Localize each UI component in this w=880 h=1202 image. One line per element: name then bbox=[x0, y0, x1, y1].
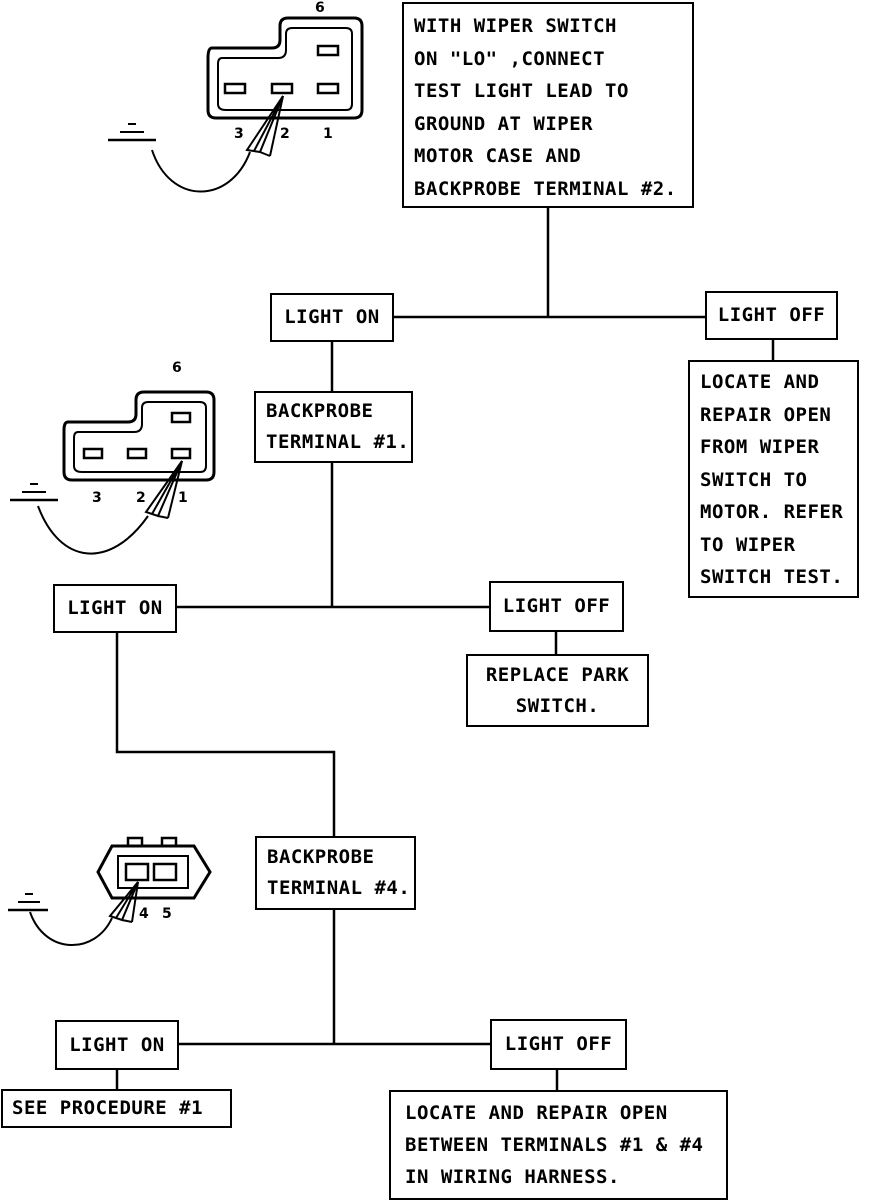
instruction-line: BACKPROBE TERMINAL #2. bbox=[414, 177, 677, 200]
step2-light-off-box: LIGHT OFF bbox=[489, 581, 624, 632]
step1-light-off-box: LIGHT OFF bbox=[705, 291, 838, 340]
step3-light-off-label: LIGHT OFF bbox=[504, 1033, 613, 1055]
connector-c-pin-5-label: 5 bbox=[162, 906, 172, 922]
step2-light-on-box: LIGHT ON bbox=[53, 584, 177, 633]
instruction-line: MOTOR CASE AND bbox=[414, 145, 582, 167]
instruction-line: TEST LIGHT LEAD TO bbox=[414, 80, 629, 102]
connector-c-diagram bbox=[8, 836, 212, 946]
result-line: SEE PROCEDURE #1 bbox=[12, 1097, 204, 1119]
step1-light-on-box: LIGHT ON bbox=[270, 293, 394, 342]
result-line: REPAIR OPEN bbox=[700, 403, 832, 426]
result-line: SWITCH TO bbox=[700, 468, 808, 491]
result-line: TO WIPER bbox=[700, 533, 796, 556]
result-line: FROM WIPER bbox=[700, 436, 820, 458]
step3-light-off-box: LIGHT OFF bbox=[490, 1019, 627, 1070]
connector-a-diagram bbox=[108, 16, 364, 193]
connector-c-pin-4-label: 4 bbox=[139, 906, 149, 922]
step1-light-off-label: LIGHT OFF bbox=[717, 304, 826, 326]
result-line: SWITCH TEST. bbox=[700, 566, 844, 588]
result-line: BETWEEN TERMINALS #1 & #4 bbox=[405, 1134, 704, 1156]
step2-light-off-label: LIGHT OFF bbox=[502, 595, 611, 617]
initial-instruction-box: WITH WIPER SWITCH ON "LO" ,CONNECT TEST … bbox=[402, 2, 694, 208]
step1-light-on-label: LIGHT ON bbox=[284, 306, 380, 328]
step3-light-on-label: LIGHT ON bbox=[69, 1033, 165, 1056]
instruction-line: WITH WIPER SWITCH bbox=[414, 15, 617, 37]
result-line: IN WIRING HARNESS. bbox=[405, 1166, 620, 1188]
result-line: LOCATE AND REPAIR OPEN bbox=[405, 1102, 668, 1124]
instruction-line: ON "LO" ,CONNECT bbox=[414, 47, 606, 70]
step3-instruction-box: BACKPROBE TERMINAL #4. bbox=[255, 836, 416, 910]
connector-b-pin-6-label: 6 bbox=[172, 360, 182, 376]
connector-a-pin-1-label: 1 bbox=[323, 126, 333, 142]
step1-off-result-box: LOCATE AND REPAIR OPEN FROM WIPER SWITCH… bbox=[688, 360, 859, 598]
connector-a-pin-2-label: 2 bbox=[280, 126, 290, 142]
connector-b-pin-3-label: 3 bbox=[92, 490, 102, 506]
step2-light-on-label: LIGHT ON bbox=[67, 597, 163, 619]
instruction-line: TERMINAL #1. bbox=[266, 431, 410, 453]
step2-off-result-box: REPLACE PARK SWITCH. bbox=[466, 654, 649, 727]
connector-a-pin-6-label: 6 bbox=[315, 0, 325, 16]
result-line: LOCATE AND bbox=[700, 371, 820, 393]
connector-b-diagram bbox=[10, 390, 216, 555]
result-line: REPLACE PARK bbox=[485, 663, 630, 686]
step3-light-on-box: LIGHT ON bbox=[55, 1020, 179, 1070]
step3-on-result-box: SEE PROCEDURE #1 bbox=[1, 1089, 232, 1128]
result-line: SWITCH. bbox=[515, 694, 600, 717]
step3-off-result-box: LOCATE AND REPAIR OPEN BETWEEN TERMINALS… bbox=[389, 1090, 728, 1200]
instruction-line: TERMINAL #4. bbox=[267, 877, 411, 899]
connector-b-pin-2-label: 2 bbox=[136, 490, 146, 506]
connector-a-pin-3-label: 3 bbox=[234, 126, 244, 142]
instruction-line: BACKPROBE bbox=[267, 846, 375, 868]
instruction-line: GROUND AT WIPER bbox=[414, 112, 594, 135]
step2-instruction-box: BACKPROBE TERMINAL #1. bbox=[254, 391, 413, 463]
connector-b-pin-1-label: 1 bbox=[178, 490, 188, 506]
result-line: MOTOR. REFER bbox=[700, 501, 844, 523]
instruction-line: BACKPROBE bbox=[266, 400, 374, 422]
